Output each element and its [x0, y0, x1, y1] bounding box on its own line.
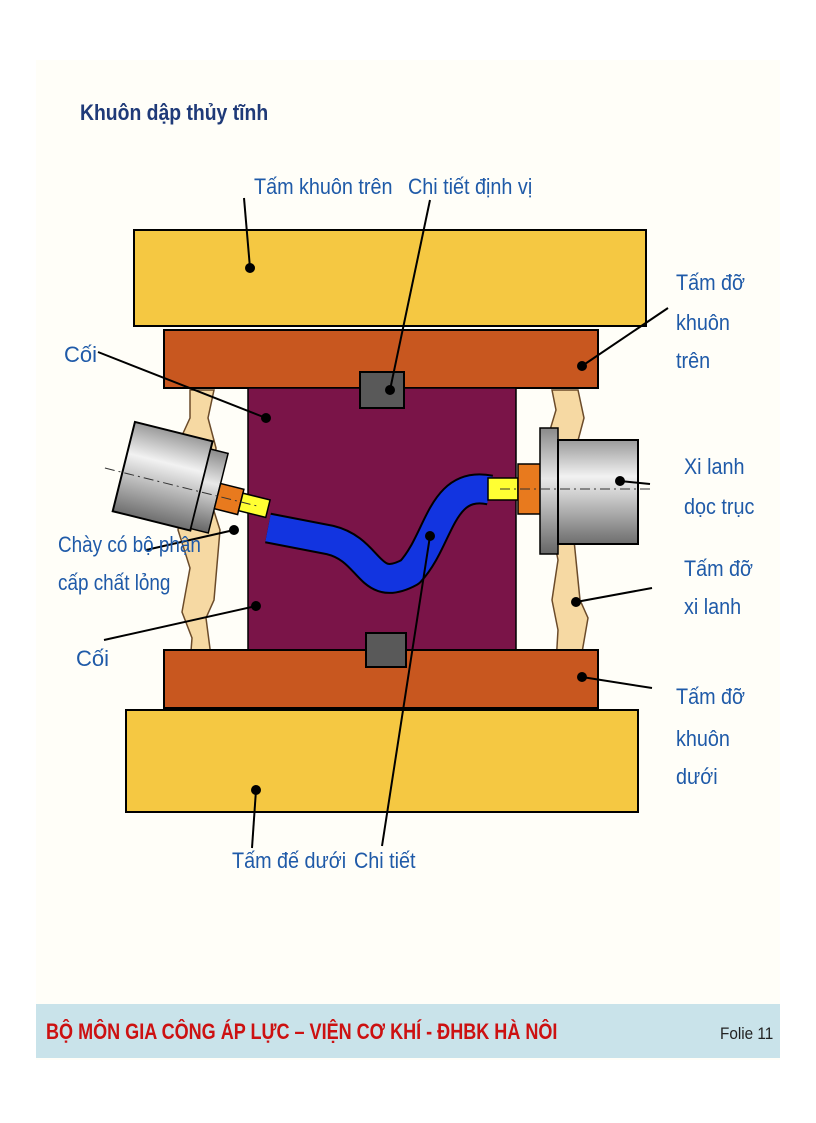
- label-tam-de-duoi: Tấm đế dưới: [232, 849, 346, 873]
- label-tam-do-khuon-tren-1: Tấm đỡ: [676, 271, 745, 295]
- label-chay-2: cấp chất lỏng: [58, 571, 170, 596]
- label-coi-bottom: Cối: [76, 646, 109, 671]
- label-tam-do-xi-lanh-2: xi lanh: [684, 595, 741, 619]
- label-chay-1: Chày có bộ phận: [58, 533, 201, 558]
- label-tam-do-khuon-tren-3: trên: [676, 349, 710, 373]
- label-xi-lanh-2: dọc trục: [684, 495, 754, 519]
- label-tam-do-khuon-duoi-2: khuôn: [676, 727, 730, 751]
- label-tam-do-khuon-duoi-3: dưới: [676, 765, 718, 789]
- label-tam-do-xi-lanh-1: Tấm đỡ: [684, 557, 753, 581]
- locating-piece-top: [359, 371, 405, 409]
- label-chi-tiet-dinh-vi: Chi tiết định vị: [408, 175, 532, 199]
- locating-piece-bottom: [365, 632, 407, 668]
- page-title: Khuôn dập thủy tĩnh: [80, 100, 269, 125]
- lower-base-plate: [125, 709, 639, 813]
- label-tam-khuon-tren: Tấm khuôn trên: [254, 175, 393, 199]
- label-chi-tiet: Chi tiết: [354, 849, 416, 873]
- leader-lines: [97, 197, 669, 849]
- left-punch: [104, 420, 272, 534]
- footer-bar: [36, 1004, 780, 1058]
- label-xi-lanh-1: Xi lanh: [684, 455, 744, 479]
- label-coi-top: Cối: [64, 342, 97, 367]
- label-tam-do-khuon-tren-2: khuôn: [676, 311, 730, 335]
- slide-number: Folie 11: [720, 1024, 774, 1043]
- label-tam-do-khuon-duoi-1: Tấm đỡ: [676, 685, 745, 709]
- footer-department: BỘ MÔN GIA CÔNG ÁP LỰC – VIỆN CƠ KHÍ - Đ…: [46, 1019, 558, 1044]
- upper-die-plate: [133, 229, 647, 327]
- right-axial-cylinder: [487, 427, 652, 555]
